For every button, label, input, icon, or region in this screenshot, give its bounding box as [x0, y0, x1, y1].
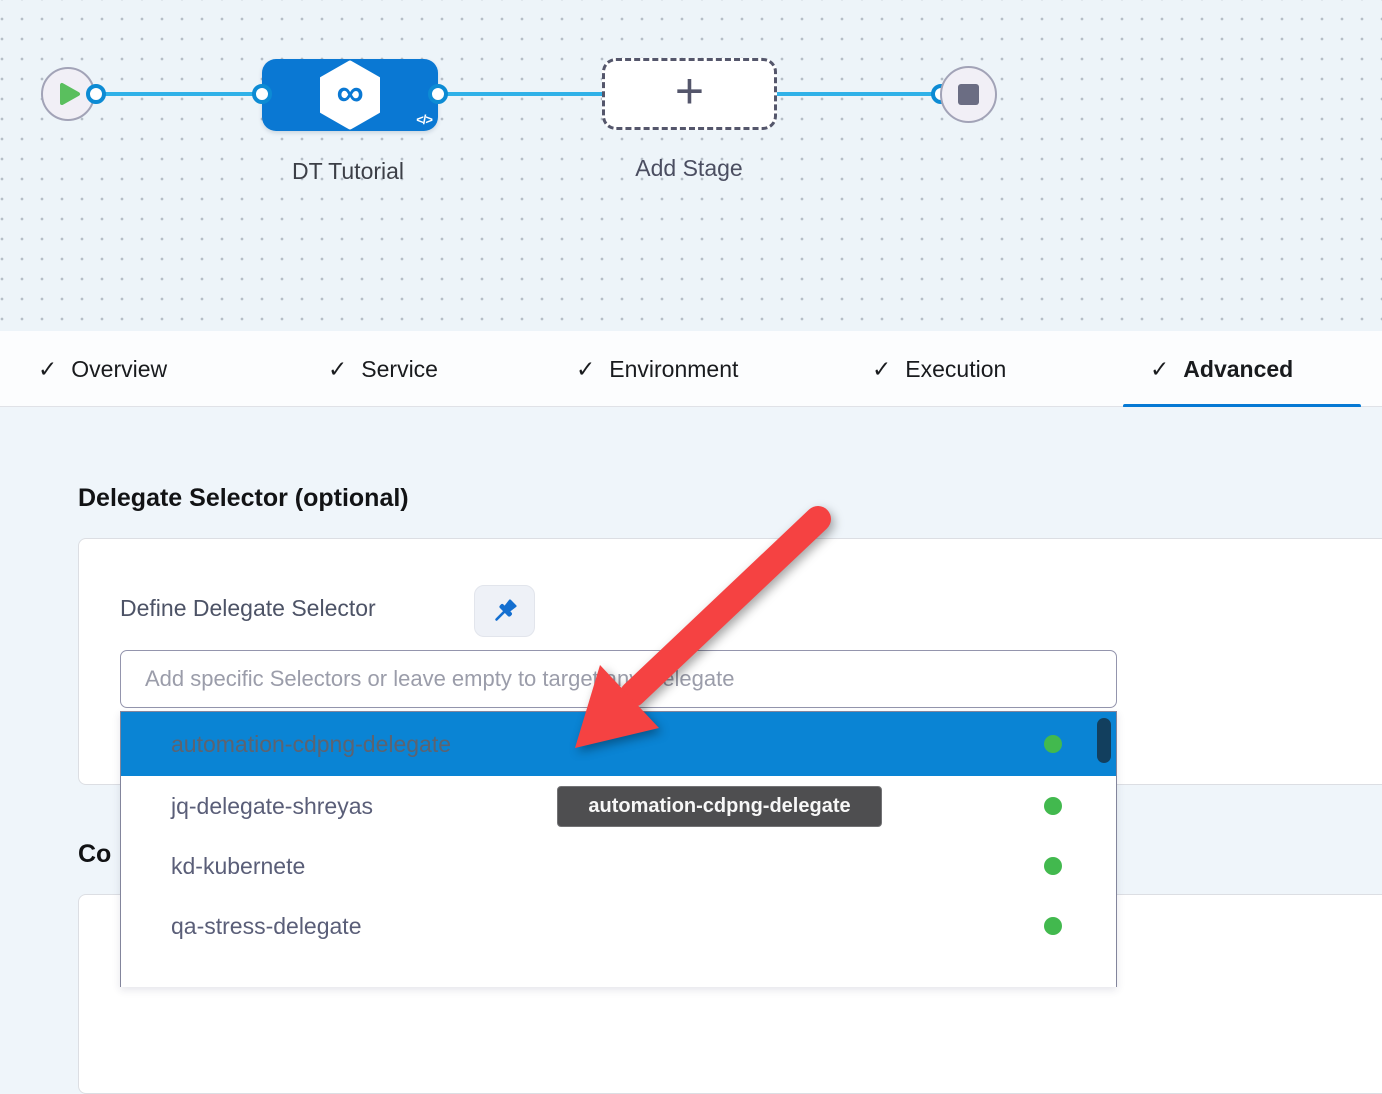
stage-left-connector[interactable]: [252, 84, 272, 104]
plus-icon: +: [674, 63, 705, 119]
define-delegate-selector-label: Define Delegate Selector: [120, 595, 376, 621]
advanced-tab-content: Delegate Selector (optional) Co Define D…: [0, 407, 1382, 1094]
check-icon: ✓: [1150, 355, 1170, 382]
active-tab-underline: [1123, 404, 1361, 408]
stage-right-connector[interactable]: [428, 84, 448, 104]
add-stage-button[interactable]: +: [602, 58, 777, 130]
stage-tabbar: ✓ Overview ✓ Service ✓ Environment ✓ Exe…: [0, 331, 1382, 408]
delegate-dropdown: automation-cdpng-delegate jq-delegate-sh…: [120, 711, 1117, 987]
pushpin-icon: [494, 599, 517, 621]
tab-label: Service: [361, 355, 438, 382]
dropdown-item-label: kd-kubernete: [171, 852, 306, 879]
tab-label: Overview: [71, 355, 168, 382]
check-icon: ✓: [576, 355, 596, 382]
delegate-status-dot: [1044, 857, 1062, 875]
partial-section-heading: Co: [78, 840, 112, 868]
delegate-status-dot: [1044, 735, 1062, 753]
dropdown-item-kd-kubernete[interactable]: kd-kubernete: [121, 836, 1116, 896]
tab-label: Advanced: [1183, 355, 1294, 382]
harness-hexagon-icon: [320, 60, 380, 130]
infinity-icon: ∞: [336, 72, 364, 115]
dropdown-item-label: automation-cdpng-delegate: [171, 730, 452, 757]
stop-icon: [958, 84, 979, 105]
tab-advanced[interactable]: ✓ Advanced: [1150, 331, 1293, 407]
dropdown-item-label: jq-delegate-shreyas: [171, 792, 374, 819]
dropdown-item-jq-delegate-shreyas[interactable]: jq-delegate-shreyas: [121, 776, 1116, 836]
tab-overview[interactable]: ✓ Overview: [38, 331, 167, 407]
code-badge-icon: </>: [416, 112, 433, 127]
tab-label: Environment: [609, 355, 739, 382]
dropdown-item-automation-cdpng-delegate[interactable]: automation-cdpng-delegate: [121, 712, 1116, 776]
stage-node-label: DT Tutorial: [291, 158, 405, 184]
tab-service[interactable]: ✓ Service: [328, 331, 438, 407]
add-stage-label: Add Stage: [635, 155, 743, 181]
pipeline-canvas: ∞ </> DT Tutorial + Add Stage: [0, 0, 1382, 331]
edge-stage-to-addstage: [438, 92, 602, 96]
check-icon: ✓: [38, 355, 58, 382]
delegate-status-dot: [1044, 797, 1062, 815]
play-icon: [60, 83, 80, 105]
edge-addstage-to-end: [777, 92, 941, 96]
tab-label: Execution: [905, 355, 1007, 382]
check-icon: ✓: [328, 355, 348, 382]
check-icon: ✓: [872, 355, 892, 382]
delegate-selector-heading: Delegate Selector (optional): [78, 484, 409, 512]
dropdown-item-label: qa-stress-delegate: [171, 912, 362, 939]
tab-environment[interactable]: ✓ Environment: [576, 331, 738, 407]
delegate-tooltip: automation-cdpng-delegate: [557, 786, 882, 827]
tab-execution[interactable]: ✓ Execution: [872, 331, 1006, 407]
tooltip-text: automation-cdpng-delegate: [588, 795, 851, 817]
pipeline-end-node[interactable]: [940, 66, 997, 123]
pin-button[interactable]: [474, 585, 535, 637]
delegate-selector-input[interactable]: [120, 650, 1117, 708]
start-node-connector[interactable]: [86, 84, 106, 104]
stage-node-dt-tutorial[interactable]: ∞ </>: [262, 59, 438, 131]
dropdown-item-qa-stress-delegate[interactable]: qa-stress-delegate: [121, 896, 1116, 956]
edge-start-to-stage: [96, 92, 262, 96]
delegate-status-dot: [1044, 917, 1062, 935]
dropdown-scrollbar-thumb[interactable]: [1097, 718, 1111, 763]
